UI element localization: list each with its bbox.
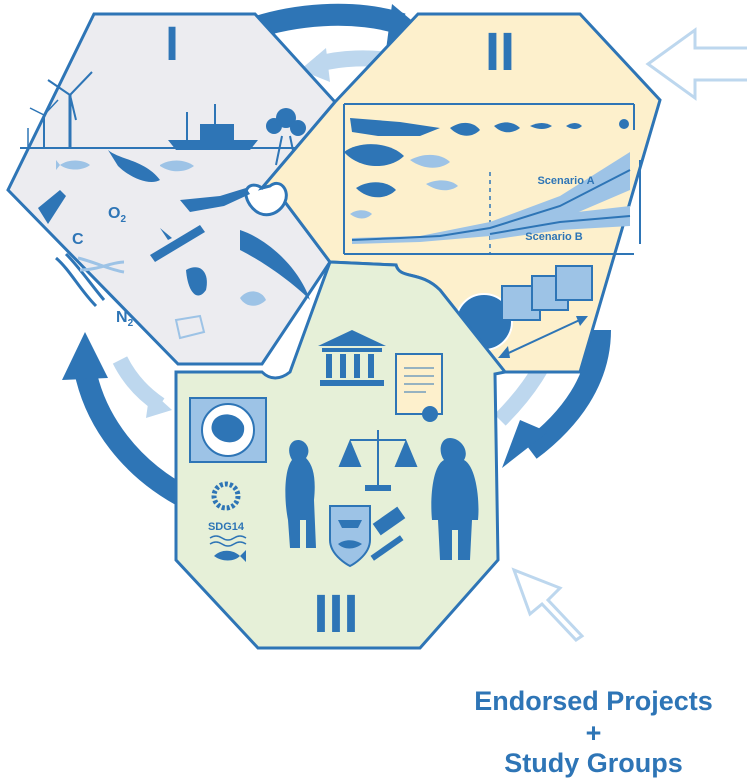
input-arrow-top-right <box>645 27 747 101</box>
diver-icon <box>180 188 250 212</box>
fishing-vessel-icon <box>168 104 258 150</box>
antarctica-map-icon <box>189 397 267 463</box>
caption-endorsed-projects: Endorsed Projects <box>474 686 713 716</box>
copepod-icon <box>240 291 266 306</box>
kelp-icon <box>240 230 310 300</box>
regional-map-3 <box>555 265 593 301</box>
arrow-top-light-head <box>300 48 330 82</box>
scenario-b-line <box>489 215 631 235</box>
scenario-b-label: Scenario B <box>525 231 583 243</box>
panel-two-numeral: II <box>485 22 515 82</box>
arrow-right-dark <box>523 329 611 459</box>
fish-light-small <box>350 210 372 219</box>
cycle-arrows <box>62 3 611 510</box>
fish-light-row <box>410 154 450 168</box>
sdg14-label: SDG14 <box>208 521 245 533</box>
scales-of-justice-icon <box>338 430 418 491</box>
gavel-icon <box>370 506 406 561</box>
ocean-glider-icon <box>150 225 205 262</box>
caption-plus: + <box>585 718 602 748</box>
tuna-large-icon <box>344 144 404 167</box>
fish-row-4 <box>566 123 582 129</box>
fish-row-2 <box>494 122 520 133</box>
fish-light-row-2 <box>426 180 458 191</box>
wind-turbine-icon <box>27 71 93 148</box>
fisheries-badge-icon <box>329 505 371 568</box>
woman-silhouette-icon <box>285 440 316 548</box>
plankton-icon <box>186 267 207 296</box>
dna-icon <box>55 252 106 308</box>
caption-study-groups: Study Groups <box>504 748 683 778</box>
man-silhouette-icon <box>431 438 479 560</box>
arrow-left-dark <box>74 367 196 510</box>
fish-icon <box>56 160 90 170</box>
svg-text:O2: O2 <box>108 205 126 225</box>
tuna-icon <box>160 160 194 172</box>
jellyfish-icon <box>619 119 629 129</box>
arrow-left-dark-head <box>62 332 108 380</box>
nitrogen-subscript: 2 <box>128 318 134 329</box>
nitrogen-label: N <box>116 309 128 326</box>
input-arrow-bottom-right <box>511 567 585 642</box>
scenario-a-line <box>351 169 631 241</box>
panel-one-numeral: I <box>165 18 178 71</box>
institution-building-icon <box>318 330 386 386</box>
fish-row-3 <box>530 123 552 129</box>
arrow-right-dark-head <box>502 420 548 468</box>
dna-icon-light <box>77 256 125 274</box>
panel-three-numeral: III <box>313 584 358 644</box>
scenario-a-label: Scenario A <box>537 175 594 187</box>
whale-icon <box>108 150 160 183</box>
oxygen-label: O <box>108 205 120 222</box>
arrow-left-light-head <box>146 390 172 418</box>
mangrove-icon <box>266 108 306 166</box>
plastic-debris-icon <box>174 314 206 340</box>
certificate-icon <box>395 353 443 422</box>
krill-icon <box>38 190 66 224</box>
hexagon-three: III <box>174 260 508 650</box>
oxygen-subscript: 2 <box>120 214 126 225</box>
carbon-label: C <box>72 231 84 248</box>
fish-row-1 <box>450 122 480 136</box>
hexagon-one: O2 C N2 I <box>6 12 337 366</box>
sdg14-icon: SDG14 <box>208 481 247 562</box>
svg-text:N2: N2 <box>116 309 134 329</box>
shark-icon <box>350 118 440 136</box>
tuna-medium-icon <box>356 182 396 198</box>
fish-size-chart: Scenario A Scenario B <box>343 103 641 255</box>
